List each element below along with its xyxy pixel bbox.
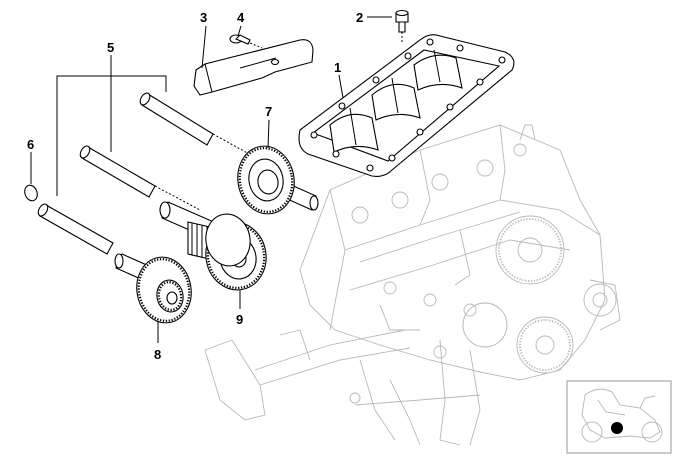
engine-housing-ghost — [204, 124, 621, 446]
leader-lines — [30, 16, 392, 343]
callout-9: 9 — [236, 312, 243, 327]
callout-8: 8 — [154, 347, 161, 362]
part-4-screw — [229, 34, 263, 49]
callout-7: 7 — [265, 104, 272, 119]
callout-2: 2 — [356, 10, 363, 25]
locator-inset — [566, 380, 672, 454]
locator-dot — [611, 422, 623, 434]
callout-4: 4 — [237, 10, 245, 25]
part-8-gear — [114, 253, 192, 324]
callout-6: 6 — [27, 137, 34, 152]
motorcycle-locator-icon — [581, 388, 663, 443]
callout-5: 5 — [107, 40, 114, 55]
part-2-bolt — [395, 9, 409, 42]
part-7-gear — [237, 145, 319, 215]
callout-1: 1 — [334, 60, 341, 75]
part-3-bracket — [193, 39, 314, 96]
part-1-cover-plate — [298, 34, 515, 177]
callout-3: 3 — [200, 10, 207, 25]
part-6-o-ring — [24, 184, 38, 202]
part-9-gear — [159, 201, 267, 291]
